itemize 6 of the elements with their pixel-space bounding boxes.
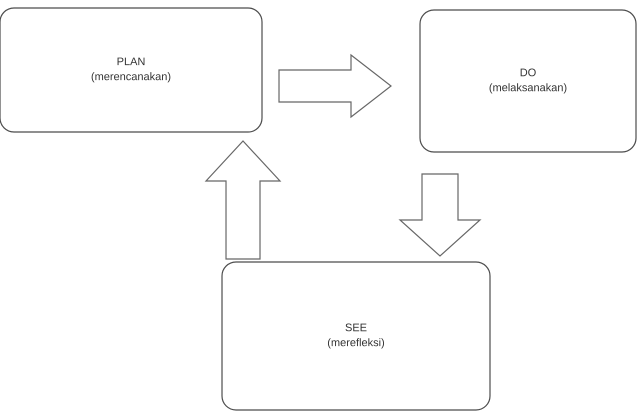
block-arrow (278, 54, 392, 118)
process-box: SEE (merefleksi) (221, 261, 491, 411)
process-box: PLAN (merencanakan) (0, 7, 263, 133)
process-box: DO (melaksanakan) (419, 9, 637, 153)
block-arrow (398, 173, 482, 257)
block-arrow (204, 140, 282, 260)
